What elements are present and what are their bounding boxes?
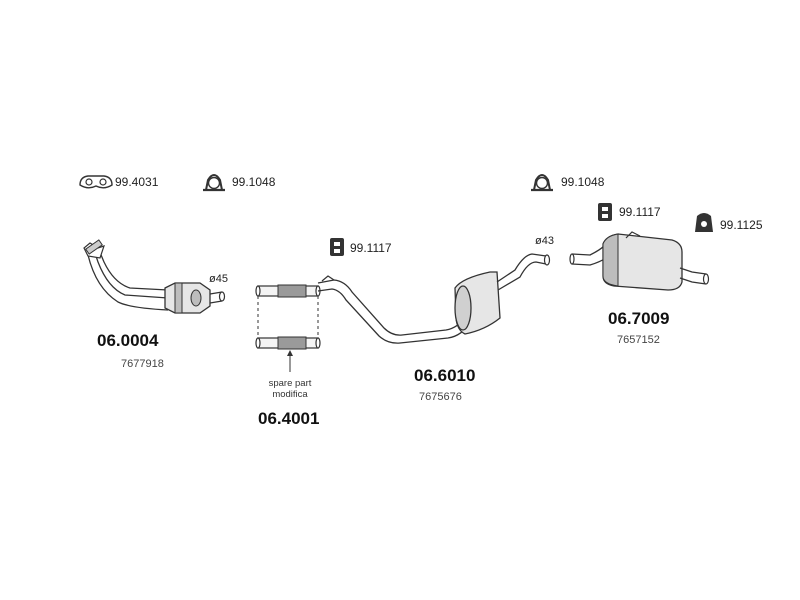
- rear-oem-number: 7657152: [617, 334, 660, 346]
- front-diameter-label: ø45: [209, 273, 228, 285]
- rear-part-number: 06.7009: [608, 309, 670, 328]
- flange-gasket-icon: [79, 175, 113, 189]
- clamp-rear-part-number: 99.1048: [561, 175, 605, 189]
- catalyst-part-number: 06.0004: [97, 331, 159, 350]
- bracket-part-number: 99.1125: [720, 218, 763, 232]
- middle-pipe-silencer: [317, 253, 551, 344]
- connector-pipes: [255, 284, 321, 372]
- rear-silencer: [569, 231, 710, 291]
- pipe-clamp-icon: [203, 174, 225, 192]
- gasket-part-number: 99.4031: [115, 175, 159, 189]
- front-pipe-catalyst: [83, 239, 226, 314]
- hanger-rear-part-number: 99.1117: [619, 205, 661, 219]
- rubber-hanger-icon: [598, 203, 612, 221]
- mounting-bracket-icon: [695, 213, 713, 232]
- hanger-mid-part-number: 99.1117: [350, 241, 392, 255]
- connector-note-line1: spare part: [268, 378, 312, 389]
- clamp-front-part-number: 99.1048: [232, 175, 276, 189]
- connector-note-line2: modifica: [272, 389, 308, 400]
- connector-part-number: 06.4001: [258, 409, 320, 428]
- connector-note: spare part modifica: [258, 378, 322, 400]
- pipe-clamp-icon: [531, 174, 553, 192]
- rubber-hanger-icon: [330, 238, 344, 256]
- middle-oem-number: 7675676: [419, 391, 462, 403]
- middle-diameter-label: ø43: [535, 235, 554, 247]
- middle-part-number: 06.6010: [414, 366, 476, 385]
- catalyst-oem-number: 7677918: [121, 358, 164, 370]
